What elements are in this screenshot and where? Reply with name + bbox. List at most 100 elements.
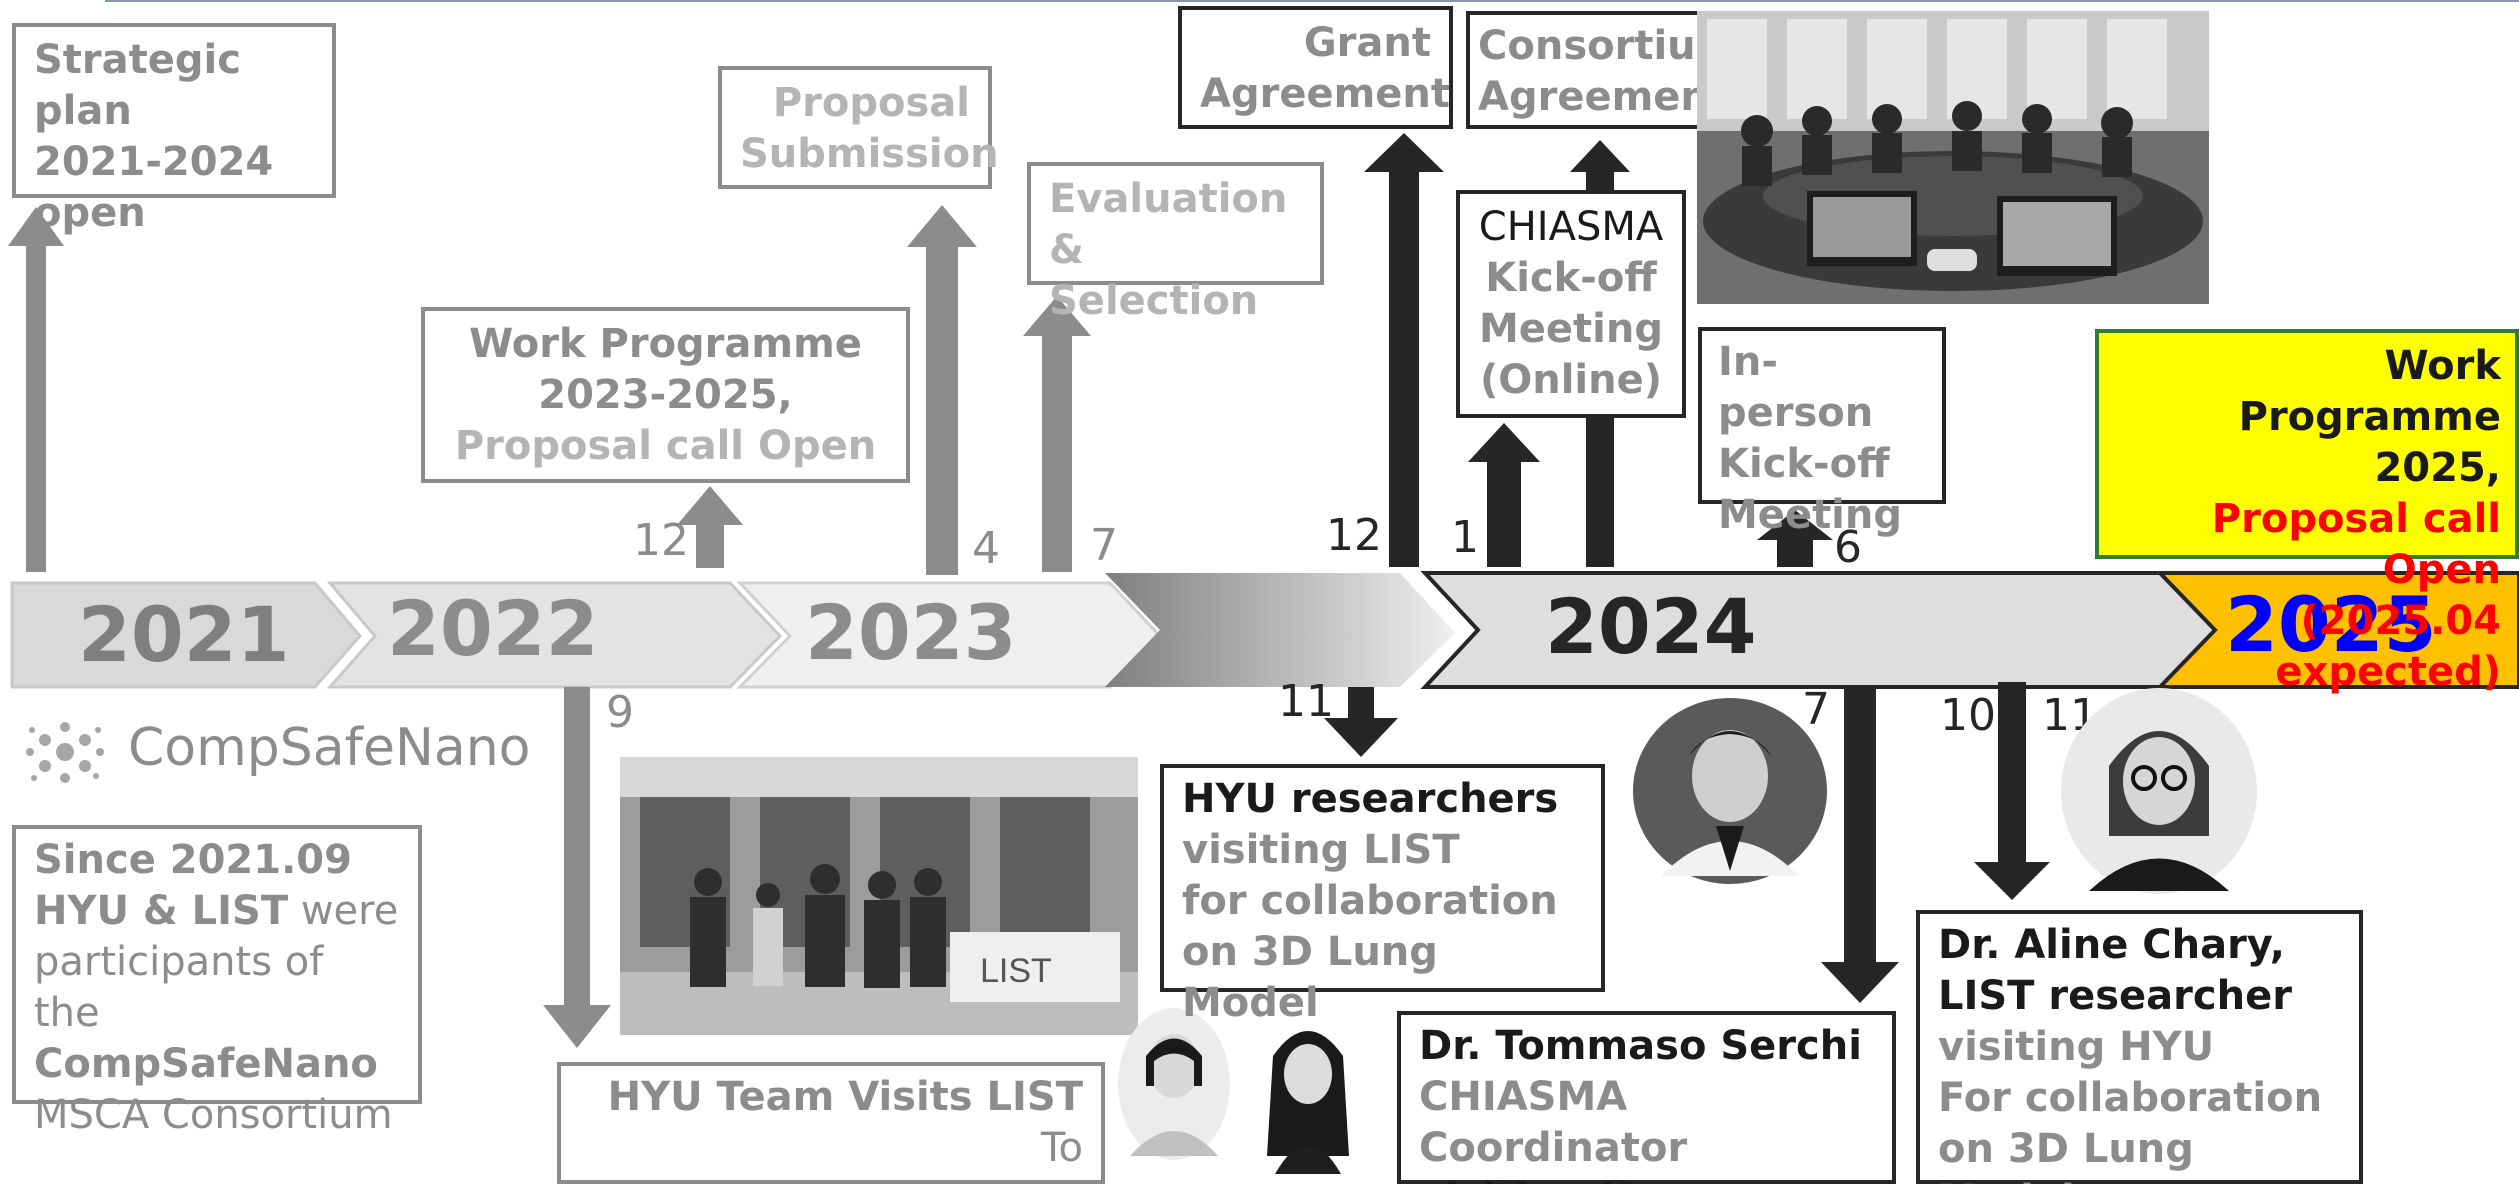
arrow-strategic	[8, 207, 64, 572]
hyu-researchers-line2: visiting LIST	[1182, 827, 1460, 873]
month-label: 7	[1090, 520, 1118, 571]
serchi-line3: visiting Korea	[1419, 1174, 1874, 1184]
serchi-line1: Dr. Tommaso Serchi	[1419, 1023, 1862, 1069]
arrow-evaluation	[1023, 296, 1091, 572]
segment-fade	[1105, 573, 1455, 687]
grant-line1: Grant	[1303, 20, 1431, 66]
since-line1: Since 2021.09	[34, 837, 352, 883]
wp-2025-line2: 2025,	[2374, 445, 2501, 491]
year-2025: 2025	[2225, 580, 2437, 669]
strategic-plan-line1: Strategic plan	[34, 37, 241, 134]
strategic-plan-line3: open	[34, 190, 146, 236]
arrow-hyu-team	[543, 687, 611, 1048]
chiasma-line1: CHIASMA	[1478, 204, 1664, 250]
arrow-serchi	[1821, 687, 1899, 1003]
serchi-line2: CHIASMA Coordinator	[1419, 1074, 1688, 1171]
year-2021: 2021	[78, 590, 290, 679]
year-2022: 2022	[387, 584, 599, 673]
strategic-plan-line2: 2021-2024	[34, 139, 274, 185]
wp-2023-line2: 2023-2025,	[538, 372, 793, 418]
month-label: 6	[1834, 522, 1862, 573]
hyu-team-to: To	[1040, 1125, 1083, 1171]
month-label: 12	[1326, 510, 1382, 561]
month-label: 7	[1802, 684, 1830, 735]
researcher-portrait-2	[1247, 1008, 1369, 1174]
chiasma-line3: Meeting	[1478, 306, 1663, 352]
segment-2025	[2155, 571, 2519, 689]
chiasma-kickoff-box: CHIASMA Kick-off Meeting (Online)	[1456, 190, 1686, 418]
year-2024: 2024	[1545, 582, 1757, 671]
serchi-box: Dr. Tommaso Serchi CHIASMA Coordinator v…	[1397, 1011, 1896, 1184]
meeting-photo	[1697, 11, 2209, 304]
year-2023: 2023	[805, 588, 1017, 677]
hyu-team-bold: HYU Team Visits LIST	[607, 1074, 1083, 1120]
evaluation-line2: & Selection	[1049, 227, 1259, 324]
arrow-inperson	[1757, 510, 1833, 567]
evaluation-line1: Evaluation	[1049, 176, 1288, 222]
consortium-line2: Agreement	[1478, 74, 1728, 120]
hyu-team-line2: Discusses Joint Research	[579, 1174, 1083, 1184]
month-label: 1	[1451, 512, 1479, 563]
month-label: 4	[972, 523, 1000, 574]
chary-line3: visiting HYU	[1938, 1024, 2215, 1070]
hyu-team-photo: LIST	[620, 757, 1138, 1035]
chary-portrait	[2061, 688, 2257, 894]
arrow-proposal	[907, 205, 977, 575]
segment-2021	[10, 581, 362, 689]
hyu-researchers-line1: HYU researchers	[1182, 776, 1559, 822]
hyu-team-line1: HYU Team Visits LIST To	[579, 1072, 1083, 1174]
grant-line2: Agreement	[1200, 71, 1450, 117]
inperson-line3: Meeting	[1718, 492, 1903, 538]
month-label: 12	[633, 515, 689, 566]
strategic-plan-box: Strategic plan 2021-2024 open	[12, 23, 336, 236]
chary-line1: Dr. Aline Chary,	[1938, 922, 2285, 968]
proposal-submission-box: Proposal Submission	[718, 66, 999, 189]
hyu-team-visit-box: HYU Team Visits LIST To Discusses Joint …	[557, 1062, 1105, 1184]
serchi-portrait	[1633, 698, 1827, 884]
hyu-researchers-box: HYU researchers visiting LIST for collab…	[1160, 764, 1605, 1026]
arrow-grant	[1364, 133, 1444, 567]
arrow-wp-2023	[677, 486, 743, 568]
chary-line2: LIST researcher	[1938, 973, 2292, 1019]
since-line5: MSCA Consortium	[34, 1092, 393, 1138]
chary-line5: on 3D Lung Model	[1938, 1126, 2194, 1184]
top-rule	[105, 0, 2519, 2]
compsafenano-logo-icon	[26, 722, 104, 783]
arrow-chary	[1974, 682, 2050, 900]
arrow-hyu-researchers	[1324, 687, 1398, 757]
inperson-kickoff-box: In-person Kick-off Meeting	[1698, 327, 1946, 538]
work-programme-2023-box: Work Programme 2023-2025, Proposal call …	[421, 307, 910, 483]
since-box: Since 2021.09 HYU & LIST were participan…	[12, 825, 422, 1138]
chary-box: Dr. Aline Chary, LIST researcher visitin…	[1916, 910, 2363, 1184]
arrow-chiasma	[1468, 423, 1540, 567]
hyu-researchers-line4: on 3D Lung Model	[1182, 929, 1438, 1026]
chiasma-line2: Kick-off	[1485, 255, 1657, 301]
wp-2023-line1: Work Programme	[469, 321, 862, 367]
consortium-agreement-box: Consortium Agreement	[1466, 11, 1738, 129]
compsafenano-logo-text: CompSafeNano	[128, 718, 531, 778]
wp-2025-line3: Proposal call Open	[2211, 496, 2501, 593]
list-sign-text: LIST	[980, 952, 1052, 990]
wp-2025-line4: (2025.04 expected)	[2275, 598, 2501, 695]
segment-2022	[326, 581, 783, 689]
consortium-line1: Consortium	[1478, 23, 1738, 69]
chiasma-line4: (Online)	[1479, 357, 1663, 403]
grant-agreement-box: Grant Agreement	[1178, 6, 1453, 129]
since-line3: participants of the	[34, 939, 324, 1036]
since-line4: CompSafeNano	[34, 1041, 378, 1087]
evaluation-box: Evaluation & Selection	[1027, 162, 1324, 324]
chary-line4: For collaboration	[1938, 1075, 2323, 1121]
wp-2025-line1: Work Programme	[2238, 343, 2501, 440]
researcher-portrait-1	[1118, 1008, 1230, 1160]
month-label: 11	[1278, 676, 1334, 727]
wp-2023-line3: Proposal call Open	[454, 423, 877, 469]
inperson-line1: In-person	[1718, 339, 1874, 436]
month-label: 9	[606, 687, 634, 738]
proposal-submission-line2: Submission	[740, 131, 999, 177]
since-were: were	[288, 888, 399, 934]
inperson-line2: Kick-off	[1718, 441, 1890, 487]
month-label: 10	[1940, 690, 1996, 741]
hyu-researchers-line3: for collaboration	[1182, 878, 1558, 924]
